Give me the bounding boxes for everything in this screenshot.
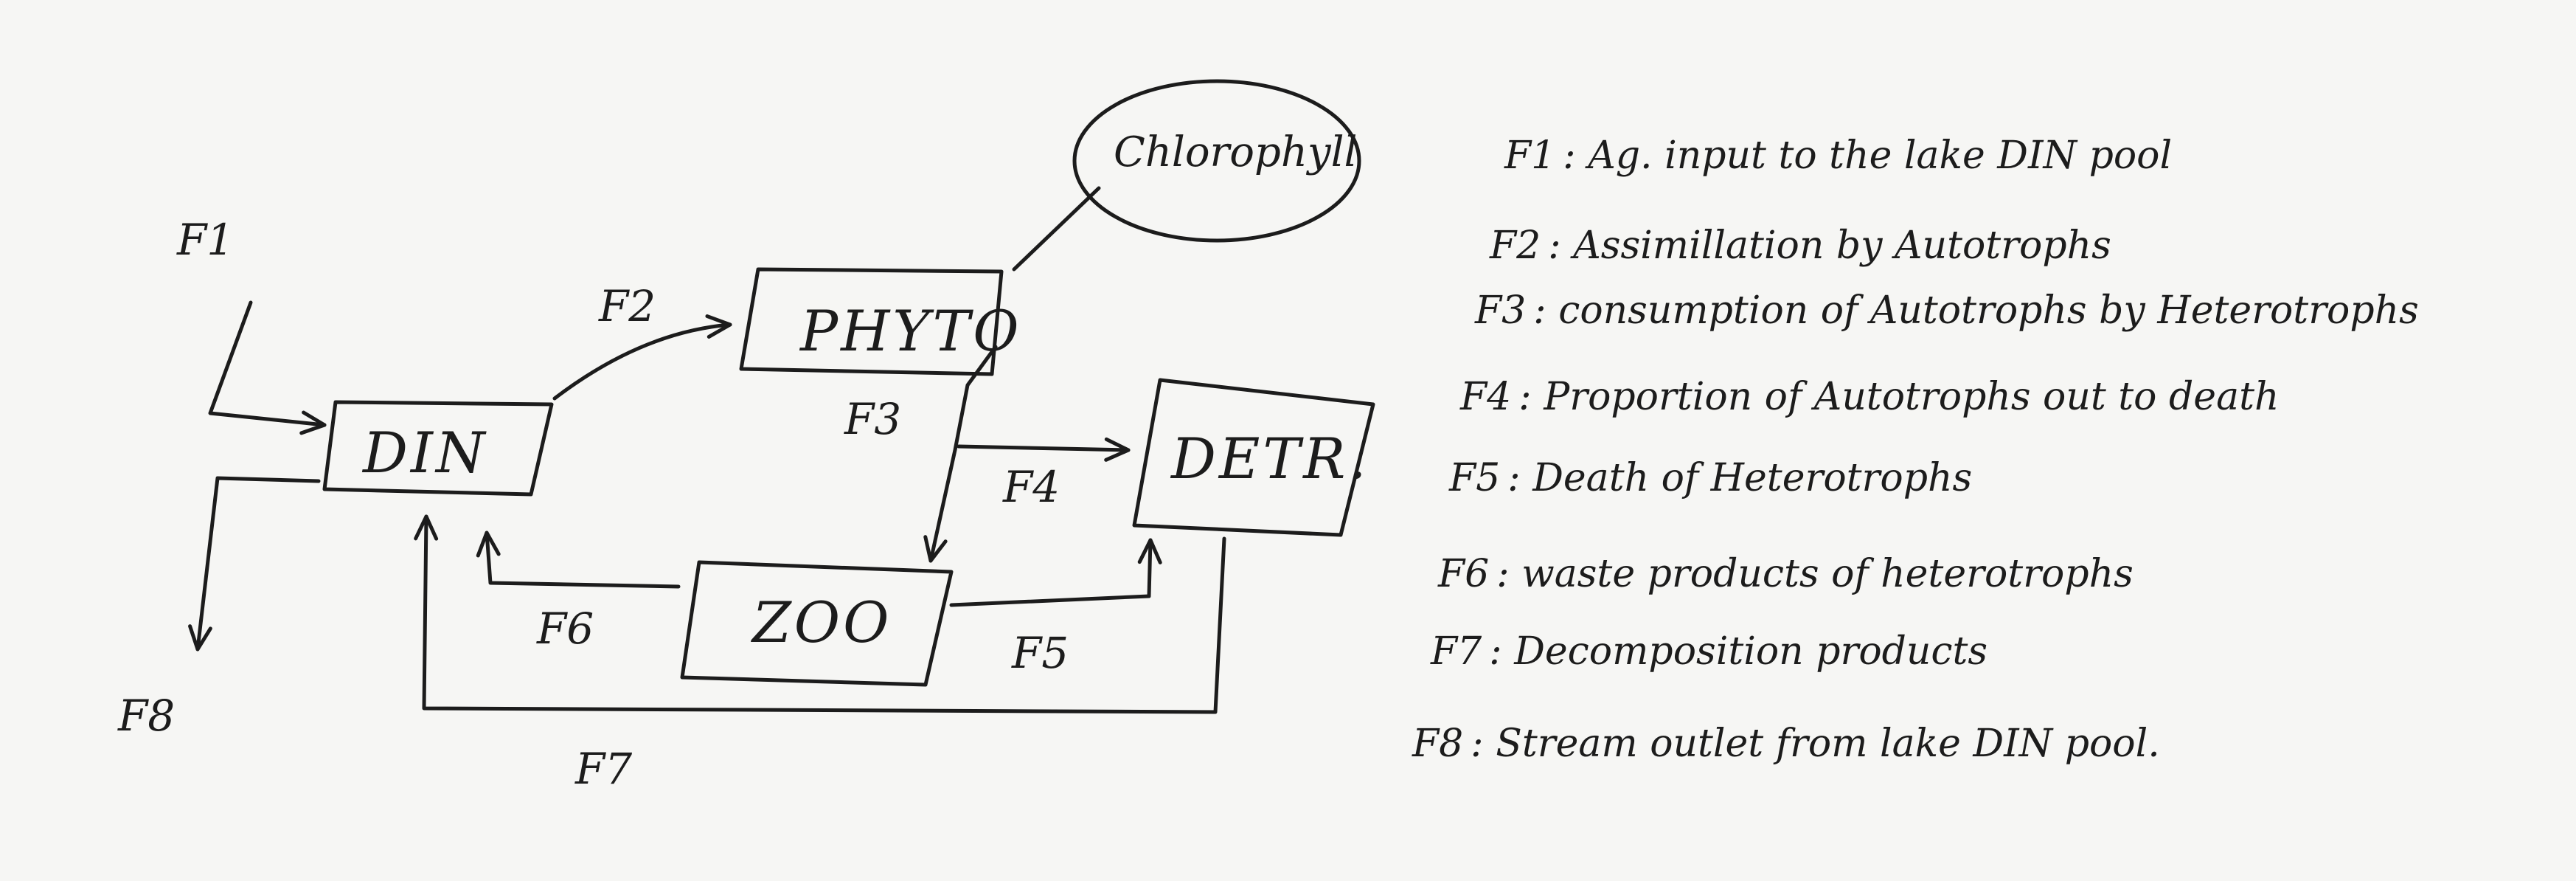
- f2-arrow: [552, 314, 732, 401]
- f6-label: F6: [536, 604, 594, 654]
- flow-f3: F3: [844, 345, 998, 563]
- f8-arrow: [188, 476, 321, 652]
- f3-arrow: [923, 345, 998, 563]
- chlorophyll-ellipse: [1072, 79, 1361, 243]
- legend-key: F6: [1437, 552, 1489, 596]
- svg-text:F7: Decomposition products: F7: Decomposition products: [1430, 629, 1987, 674]
- f5-label: F5: [1011, 628, 1069, 678]
- flow-f6: F6: [476, 531, 681, 654]
- phyto-label: PHYTO: [799, 298, 1022, 364]
- svg-text:F5: Death of Heterotrophs: F5: Death of Heterotrophs: [1448, 456, 1972, 500]
- legend-text: : Assimillation by Autotrophs: [1548, 224, 2111, 268]
- phyto-node: PHYTO: [739, 267, 1022, 376]
- detr-node: DETR.: [1132, 378, 1375, 537]
- din-node: DIN: [322, 400, 554, 497]
- zoo-label: ZOO: [751, 590, 892, 655]
- legend-text: : Ag. input to the lake DIN pool: [1563, 134, 2172, 178]
- zoo-node: ZOO: [680, 560, 954, 687]
- svg-text:F2: Assimillation by Autotroph: F2: Assimillation by Autotrophs: [1489, 224, 2111, 268]
- legend-row: F8: Stream outlet from lake DIN pool.: [1412, 722, 2160, 766]
- chlorophyll-label: Chlorophyll: [1114, 128, 1357, 176]
- flow-f8: F8: [117, 476, 321, 741]
- f5-arrow: [949, 538, 1162, 607]
- legend-row: F7: Decomposition products: [1430, 629, 1987, 674]
- svg-text:F8: Stream outlet from lake DI: F8: Stream outlet from lake DIN pool.: [1412, 722, 2160, 766]
- legend-row: F5: Death of Heterotrophs: [1448, 456, 1972, 500]
- f3-label: F3: [844, 394, 901, 444]
- flow-f7: F7: [414, 514, 1226, 794]
- svg-text:F3: consumption of Autotrophs: F3: consumption of Autotrophs by Heterot…: [1474, 289, 2419, 333]
- f7-arrow: [414, 514, 1226, 714]
- flow-f4: F4: [957, 437, 1131, 512]
- flow-f5: F5: [949, 538, 1162, 678]
- f1-arrow: [208, 300, 327, 435]
- f2-label: F2: [598, 281, 656, 331]
- f8-label: F8: [117, 691, 175, 741]
- legend-key: F7: [1430, 629, 1482, 674]
- legend-text: : Death of Heterotrophs: [1507, 456, 1972, 500]
- f4-arrow: [957, 437, 1131, 462]
- detr-label: DETR.: [1170, 426, 1369, 491]
- f7-label: F7: [574, 744, 632, 794]
- legend-text: : waste products of heterotrophs: [1496, 552, 2134, 596]
- legend-row: F2: Assimillation by Autotrophs: [1489, 224, 2111, 268]
- din-box: [322, 400, 554, 497]
- legend-row: F4: Proportion of Autotrophs out to deat…: [1459, 375, 2279, 419]
- f1-label: F1: [176, 215, 234, 265]
- phyto-box: [739, 267, 1004, 376]
- legend-key: F4: [1459, 375, 1511, 419]
- legend-key: F1: [1504, 134, 1555, 178]
- legend-key: F3: [1474, 289, 1526, 333]
- legend-text: : Proportion of Autotrophs out to death: [1518, 375, 2279, 419]
- svg-text:F1: Ag. input to the lake DIN: F1: Ag. input to the lake DIN pool: [1504, 134, 2172, 178]
- svg-text:F4: Proportion of Autotrophs o: F4: Proportion of Autotrophs out to deat…: [1459, 375, 2279, 419]
- legend-key: F2: [1489, 224, 1541, 268]
- f4-label: F4: [1002, 462, 1060, 512]
- legend-text: : consumption of Autotrophs by Heterotro…: [1533, 289, 2419, 333]
- legend-row: F1: Ag. input to the lake DIN pool: [1504, 134, 2172, 178]
- flow-f1: F1: [176, 215, 327, 435]
- legend: F1: Ag. input to the lake DIN pool F2: A…: [1412, 134, 2419, 766]
- f6-arrow: [476, 531, 681, 589]
- din-label: DIN: [361, 420, 487, 486]
- chlorophyll-node: Chlorophyll: [1012, 79, 1361, 272]
- legend-key: F8: [1412, 722, 1463, 766]
- chlorophyll-link: [1012, 186, 1101, 272]
- legend-text: : Decomposition products: [1489, 629, 1987, 674]
- flow-f2: F2: [552, 281, 732, 401]
- detr-box: [1132, 378, 1375, 537]
- legend-text: : Stream outlet from lake DIN pool.: [1471, 722, 2160, 766]
- legend-row: F6: waste products of heterotrophs: [1437, 552, 2134, 596]
- svg-text:F6: waste products of heterotr: F6: waste products of heterotrophs: [1437, 552, 2134, 596]
- legend-key: F5: [1448, 456, 1500, 500]
- zoo-box: [680, 560, 954, 687]
- legend-row: F3: consumption of Autotrophs by Heterot…: [1474, 289, 2419, 333]
